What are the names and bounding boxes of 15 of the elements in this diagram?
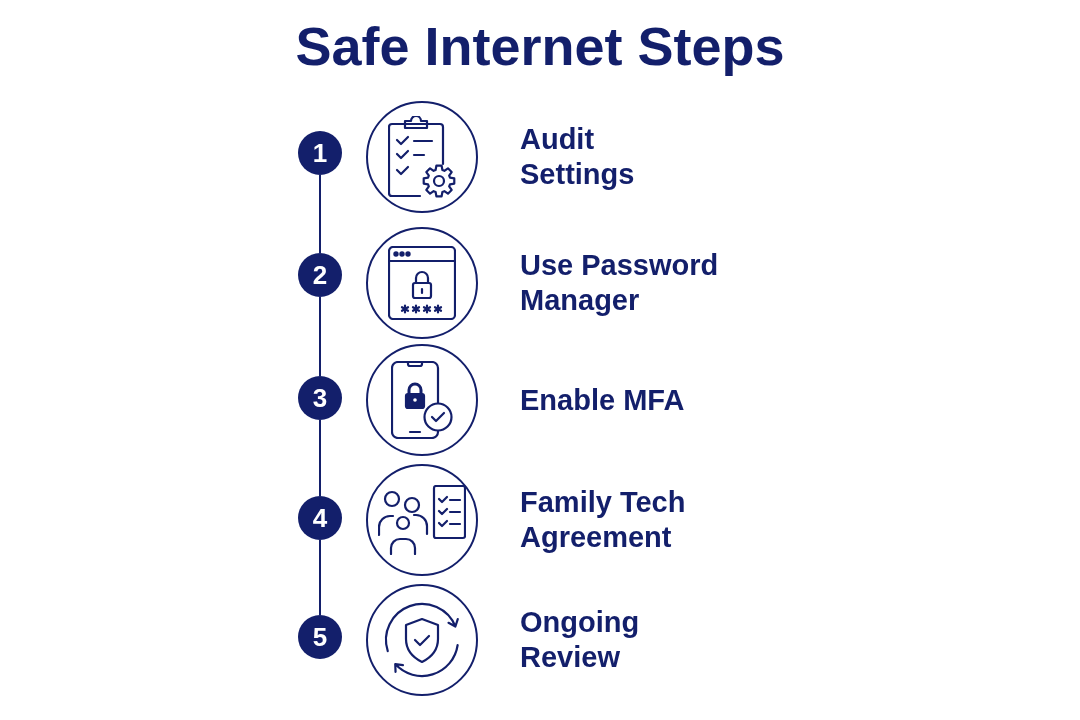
connector-line [319, 174, 321, 254]
step-label: Enable MFA [520, 382, 686, 418]
connector-line [319, 419, 321, 497]
connector-line [319, 296, 321, 377]
step-number-badge: 2 [298, 253, 342, 297]
step-number-badge: 5 [298, 615, 342, 659]
step-label: Use Password Manager [520, 248, 720, 318]
connector-line [319, 539, 321, 616]
step-number-badge: 3 [298, 376, 342, 420]
step-number-badge: 4 [298, 496, 342, 540]
step-label: Family Tech Agreement [520, 485, 687, 555]
step-label: Ongoing Review [520, 605, 641, 675]
step-number-badge: 1 [298, 131, 342, 175]
step-label: Audit Settings [520, 122, 636, 192]
title: Safe Internet Steps [295, 15, 785, 78]
